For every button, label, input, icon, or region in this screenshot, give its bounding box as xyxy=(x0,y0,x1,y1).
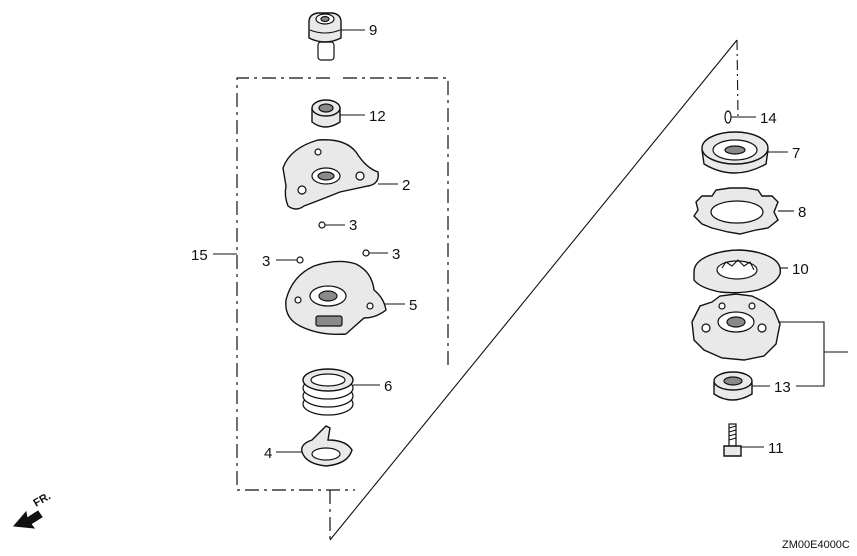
part-11-bolt[interactable] xyxy=(723,423,742,457)
part-6-spring[interactable] xyxy=(302,368,354,416)
callout-5[interactable]: 5 xyxy=(409,297,417,314)
callout-12[interactable]: 12 xyxy=(369,108,386,125)
callout-6[interactable]: 6 xyxy=(384,378,392,395)
part-3-ball-a[interactable] xyxy=(318,221,326,229)
callout-3a[interactable]: 3 xyxy=(349,217,357,234)
callout-8[interactable]: 8 xyxy=(798,204,806,221)
part-8-toothed-ring[interactable] xyxy=(693,187,779,235)
part-7-pulley[interactable] xyxy=(701,131,769,174)
part-5-ratchet[interactable] xyxy=(285,260,387,336)
assembly-frame xyxy=(236,77,449,540)
callout-3b[interactable]: 3 xyxy=(262,253,270,270)
callout-labels: 9 12 2 3 3 3 15 5 6 4 14 7 8 10 13 11 xyxy=(191,22,809,462)
part-2-plate[interactable] xyxy=(282,139,379,210)
callout-15[interactable]: 15 xyxy=(191,247,208,264)
part-12-bearing[interactable] xyxy=(311,99,341,128)
part-housing[interactable] xyxy=(691,293,781,361)
callout-4[interactable]: 4 xyxy=(264,445,272,462)
part-10-disc[interactable] xyxy=(693,249,782,294)
leader-lines xyxy=(213,29,848,453)
part-4-retainer[interactable] xyxy=(301,425,353,467)
part-3-ball-b[interactable] xyxy=(296,256,304,264)
part-3-ball-c[interactable] xyxy=(362,249,370,257)
front-label: FR. xyxy=(32,490,53,509)
diagonal-divider xyxy=(329,39,739,541)
callout-2[interactable]: 2 xyxy=(402,177,410,194)
part-13-bearing[interactable] xyxy=(713,371,753,401)
reference-code: ZM00E4000C xyxy=(782,539,850,551)
callout-7[interactable]: 7 xyxy=(792,145,800,162)
callout-11[interactable]: 11 xyxy=(768,440,784,457)
front-arrow-icon: FR. xyxy=(12,490,53,529)
callout-9[interactable]: 9 xyxy=(369,22,377,39)
part-9-bushing[interactable] xyxy=(308,12,342,61)
callout-13[interactable]: 13 xyxy=(774,379,791,396)
callout-10[interactable]: 10 xyxy=(792,261,809,278)
part-14-pin[interactable] xyxy=(724,110,732,124)
callout-3c[interactable]: 3 xyxy=(392,246,400,263)
callout-14[interactable]: 14 xyxy=(760,110,777,127)
